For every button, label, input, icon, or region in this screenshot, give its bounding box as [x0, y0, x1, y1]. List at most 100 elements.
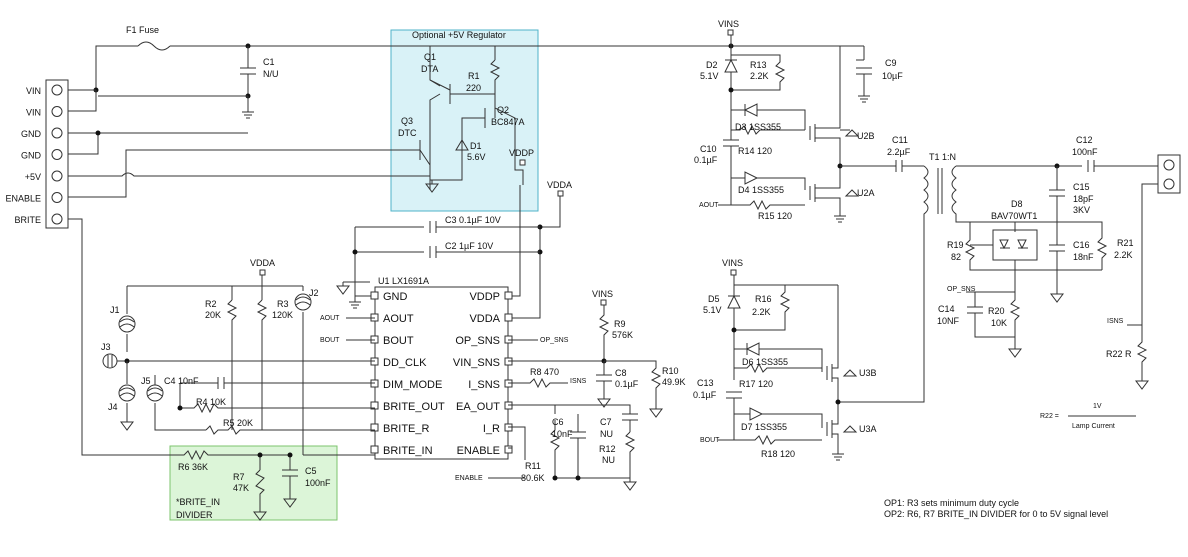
mosfet-u3b [826, 285, 858, 402]
ic-right-pin-label: VIN_SNS [453, 357, 500, 369]
ic-right-pin-label: VDDA [469, 313, 500, 325]
c7-value: NU [600, 429, 613, 439]
c6-value: 10nF [552, 429, 573, 439]
r15-label: R15 120 [758, 211, 792, 221]
ic-right-pin-label: VDDP [469, 291, 500, 303]
connector-pin [51, 213, 63, 225]
r4-label: R4 10K [196, 397, 226, 407]
r7-value: 47K [233, 483, 249, 493]
d7-label: D7 1SS355 [741, 422, 787, 432]
t1-label: T1 1:N [929, 152, 956, 162]
ic-left-pin-label: GND [383, 291, 408, 303]
connector-pin [51, 84, 63, 96]
c12-ref: C12 [1076, 135, 1093, 145]
c8-value: 0.1µF [615, 379, 639, 389]
c10-ref: C10 [700, 144, 717, 154]
r8-label: R8 470 [530, 367, 559, 377]
c4-label: C4 10nF [164, 376, 199, 386]
regulator-block-title: Optional +5V Regulator [412, 30, 506, 40]
op-sns-input-label: OP_SNS [947, 286, 976, 293]
r13-value: 2.2K [750, 71, 769, 81]
r16-value: 2.2K [752, 307, 771, 317]
r10-ref: R10 [662, 366, 679, 376]
ic-left-pin-label: BRITE_R [383, 423, 430, 435]
d1-ref: D1 [470, 141, 482, 151]
ic-name: U1 LX1691A [378, 276, 429, 286]
connector-pin-label: GND [21, 129, 42, 139]
aout-driver-label: AOUT [699, 202, 719, 209]
r2-ref: R2 [205, 299, 217, 309]
c10-value: 0.1µF [694, 155, 718, 165]
ic-right-pin-label: EA_OUT [456, 401, 500, 413]
q3-type: DTC [398, 128, 417, 138]
op-sns-output-label: OP_SNS [540, 337, 569, 344]
r20-ref: R20 [988, 306, 1005, 316]
connector-pin-label: GND [21, 151, 42, 161]
r3-ref: R3 [277, 299, 289, 309]
r5-label: R5 20K [223, 418, 253, 428]
ic-right-pin-label: OP_SNS [455, 335, 500, 347]
regulator-block [390, 29, 539, 212]
u3b-label: U3B [859, 368, 877, 378]
output-connector [1157, 154, 1181, 194]
ic-left-pin-stub [370, 291, 379, 300]
connector-pin-label: BRITE [14, 215, 41, 225]
c11-value: 2.2µF [887, 147, 911, 157]
connector-pin [51, 170, 63, 182]
ic-u1: U1 LX1691A GNDAOUTBOUTDD_CLKDIM_MODEBRIT… [370, 276, 513, 460]
r16-ref: R16 [755, 294, 772, 304]
connector-pin [51, 127, 63, 139]
ic-right-pin-label: I_R [483, 423, 500, 435]
d1-value: 5.6V [467, 152, 486, 162]
formula-lhs: R22 = [1040, 413, 1059, 420]
c9-value: 10µF [882, 71, 903, 81]
u3a-label: U3A [859, 424, 877, 434]
bout-input-label: BOUT [320, 337, 340, 344]
note-op2: OP2: R6, R7 BRITE_IN DIVIDER for 0 to 5V… [884, 509, 1108, 519]
vins-u1-label: VINS [592, 289, 613, 299]
ic-left-pin-label: BOUT [383, 335, 414, 347]
divider-block [169, 445, 338, 521]
ic-right-pin-stub [504, 291, 513, 300]
transformer-t1 [838, 165, 1057, 403]
q1-ref: Q1 [424, 52, 436, 62]
connector-pin-label: ENABLE [5, 194, 41, 204]
r22-label: R22 R [1106, 349, 1132, 359]
connector-pin-label: VIN [26, 86, 41, 96]
d2-value: 5.1V [700, 71, 719, 81]
enable-input-label: ENABLE [455, 475, 483, 482]
d5-ref: D5 [708, 294, 720, 304]
c13-value: 0.1µF [693, 390, 717, 400]
ic-right-pin-label: I_SNS [468, 379, 500, 391]
formula-numerator: 1V [1093, 403, 1102, 410]
c5-ref: C5 [305, 466, 317, 476]
formula-denominator: Lamp Current [1072, 423, 1115, 430]
c13-ref: C13 [697, 378, 714, 388]
d3-label: D3 1SS355 [735, 122, 781, 132]
ic-left-pin-label: DIM_MODE [383, 379, 442, 391]
q3-ref: Q3 [401, 116, 413, 126]
r20-value: 10K [991, 318, 1007, 328]
q2-ref: Q2 [497, 105, 509, 115]
r7-ref: R7 [233, 472, 245, 482]
r9-value: 576K [612, 330, 633, 340]
r1-ref: R1 [468, 71, 480, 81]
u2b-label: U2B [857, 131, 875, 141]
r9-ref: R9 [614, 319, 626, 329]
mosfet-u3a [826, 402, 858, 448]
r3-value: 120K [272, 310, 293, 320]
c14-value: 10NF [937, 316, 960, 326]
ic-left-pin-label: BRITE_OUT [383, 401, 445, 413]
vins-top-label: VINS [718, 19, 739, 29]
r10-value: 49.9K [662, 377, 686, 387]
c16-value: 18nF [1073, 252, 1094, 262]
r19-ref: R19 [947, 240, 964, 250]
c1-ref: C1 [263, 57, 275, 67]
fuse-label: F1 Fuse [126, 25, 159, 35]
j2-label: J2 [309, 288, 319, 298]
q2-type: BC847A [491, 117, 525, 127]
c15-rating: 3KV [1073, 205, 1090, 215]
c11-ref: C11 [892, 135, 908, 145]
j4-label: J4 [108, 402, 118, 412]
connector-pin [51, 192, 63, 203]
